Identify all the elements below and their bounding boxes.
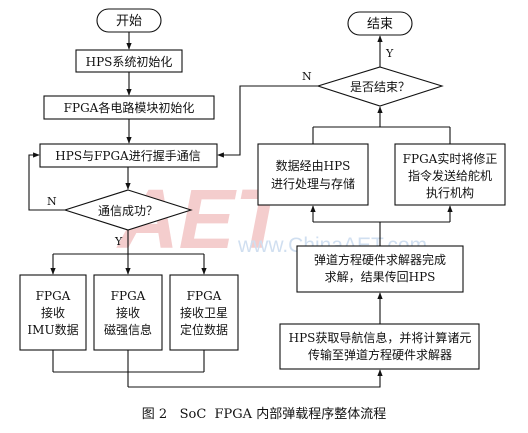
mag-box	[93, 274, 163, 351]
imu-line1: FPGA	[36, 289, 71, 303]
mag-line1: FPGA	[111, 289, 146, 303]
end-no-label: N	[302, 70, 312, 83]
end-decision-label: 是否结束？	[350, 80, 410, 94]
comm-decision-label: 通信成功？	[98, 204, 158, 218]
imu-box	[19, 274, 87, 351]
correct-line2: 指令发送给舵机	[408, 168, 492, 183]
mag-line2: 接收	[116, 305, 140, 320]
solver-line2: 求解，结果传回HPS	[325, 269, 436, 284]
sat-line3: 定位数据	[180, 322, 228, 337]
start-label: 开始	[116, 14, 142, 29]
fpga-init-label: FPGA各电路模块初始化	[64, 100, 195, 115]
mag-line3: 磁强信息	[104, 322, 152, 337]
end-label: 结束	[367, 17, 393, 32]
hps-get-line1: HPS获取导航信息，并将计算诸元	[289, 330, 472, 345]
solver-box	[296, 245, 464, 293]
sat-box	[169, 274, 239, 351]
hps-init-label: HPS系统初始化	[86, 55, 173, 69]
sat-line2: 接收卫星	[180, 305, 228, 320]
end-yes-label: Y	[385, 47, 394, 60]
solver-line1: 弹道方程硬件求解器完成	[314, 252, 446, 267]
correct-line1: FPGA实时将修正	[403, 151, 498, 166]
handshake-label: HPS与FPGA进行握手通信	[55, 148, 200, 163]
process-box	[257, 143, 369, 206]
correct-box	[394, 143, 506, 206]
end-terminal	[347, 11, 413, 36]
comm-no-label: N	[47, 195, 57, 208]
comm-yes-label: Y	[114, 235, 123, 248]
hps-get-box	[279, 323, 480, 370]
sat-line1: FPGA	[187, 289, 222, 303]
end-decision	[316, 66, 444, 107]
figure-caption: 图 2 SoC FPGA 内部弹载程序整体流程	[142, 406, 386, 422]
correct-line3: 执行机构	[426, 185, 474, 200]
process-line2: 进行处理与存储	[271, 176, 355, 191]
process-line1: 数据经由HPS	[276, 158, 351, 173]
hps-get-line2: 传输至弹道方程硬件求解器	[308, 347, 452, 362]
imu-line2: 接收	[41, 305, 65, 320]
imu-line3: IMU数据	[27, 322, 78, 337]
